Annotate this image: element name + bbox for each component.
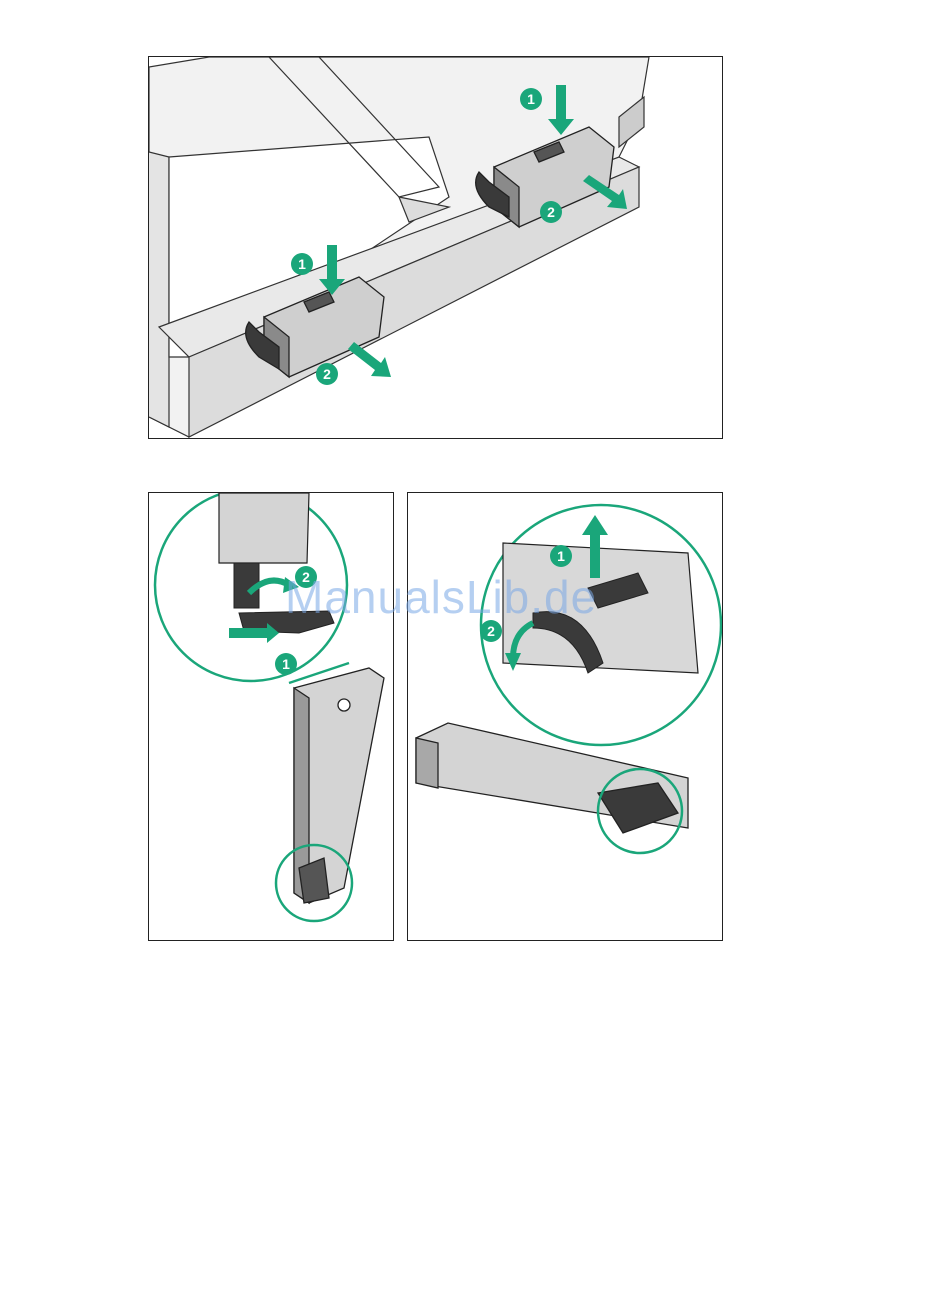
svg-text:1: 1 <box>298 256 306 272</box>
watermark: ManualsLib.de <box>285 570 597 624</box>
callout-2-right: 2 <box>540 201 562 223</box>
figure-top: 1 2 1 2 <box>148 56 723 439</box>
svg-text:2: 2 <box>547 204 555 220</box>
zoom-circle-large-right <box>481 505 721 745</box>
power-supply-horizontal <box>416 723 688 833</box>
callout-1-right-figure: 1 <box>550 545 572 567</box>
svg-text:2: 2 <box>487 623 495 639</box>
callout-1-right: 1 <box>520 88 542 110</box>
callout-1-left: 1 <box>291 253 313 275</box>
chassis-illustration: 1 2 1 2 <box>149 57 723 439</box>
svg-text:1: 1 <box>557 548 565 564</box>
svg-text:1: 1 <box>282 656 290 672</box>
figure-bottom-left: 2 1 <box>148 492 394 941</box>
svg-text:1: 1 <box>527 91 535 107</box>
handle-detail-left-illustration: 2 1 <box>149 493 394 941</box>
callout-2-left: 2 <box>316 363 338 385</box>
handle-detail-right-illustration: 1 2 <box>408 493 723 941</box>
power-supply-vertical <box>294 668 384 903</box>
svg-text:2: 2 <box>323 366 331 382</box>
figure-bottom-right: 1 2 <box>407 492 723 941</box>
callout-1-left-figure: 1 <box>275 653 297 675</box>
